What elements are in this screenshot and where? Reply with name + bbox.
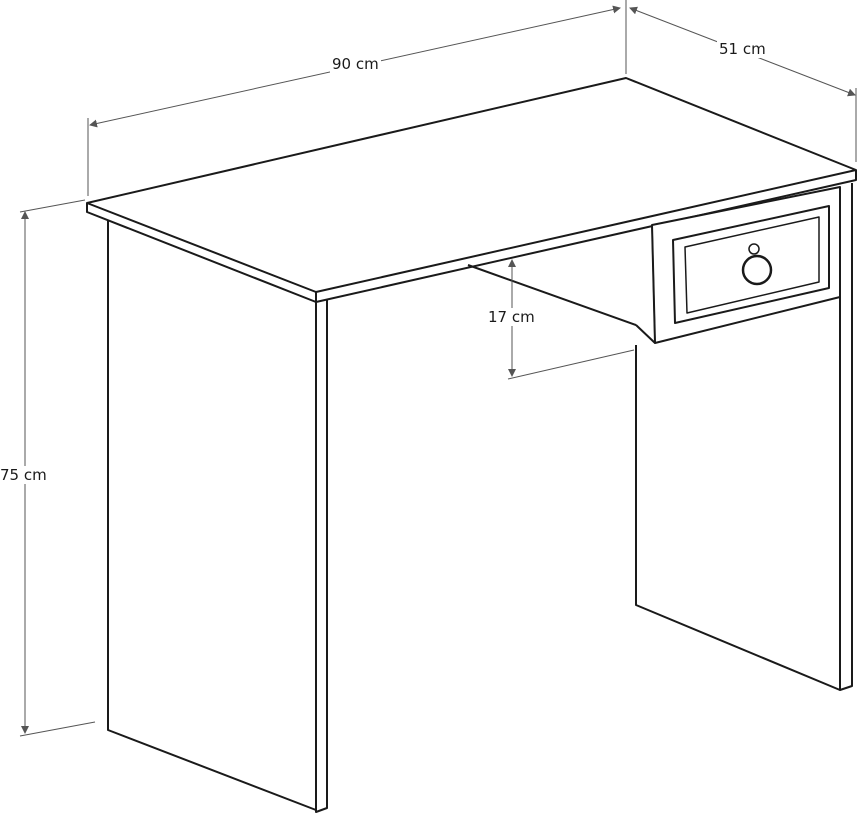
left-leg-side: [107, 220, 317, 811]
drawer-panel-inner: [684, 216, 820, 314]
tabletop-front-edge: [86, 203, 317, 303]
right-leg-side: [635, 345, 841, 691]
left-leg-front: [315, 300, 328, 813]
drawer-box: [467, 264, 656, 344]
drawer-panel-outer: [672, 205, 830, 324]
depth-label: 51 cm: [717, 40, 768, 58]
tabletop-side-edge: [315, 170, 857, 303]
drawer-ring-pull-icon: [741, 254, 773, 286]
right-leg-front: [839, 183, 853, 691]
height-label: 75 cm: [0, 466, 49, 484]
drawer-height-label: 17 cm: [486, 308, 537, 326]
width-label: 90 cm: [330, 55, 381, 73]
